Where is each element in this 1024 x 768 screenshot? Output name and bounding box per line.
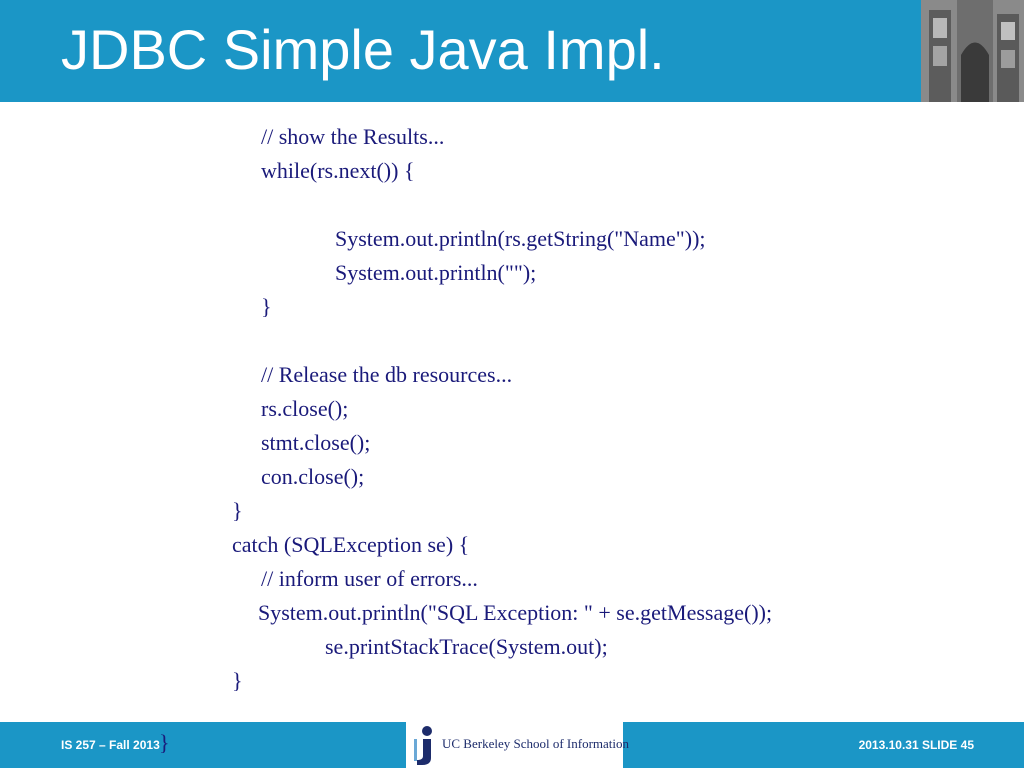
code-line: System.out.println(rs.getString("Name"))… <box>335 226 706 251</box>
slide-footer: IS 257 – Fall 2013 } UC Berkeley School … <box>0 722 1024 768</box>
code-line: // inform user of errors... <box>261 566 478 591</box>
course-label: IS 257 – Fall 2013 <box>61 738 160 752</box>
logo-text: UC Berkeley School of Information <box>442 736 630 751</box>
ischool-i-logo-icon <box>414 726 432 765</box>
slide-header: JDBC Simple Java Impl. <box>0 0 1024 102</box>
code-line: } <box>261 294 272 319</box>
code-line: System.out.println(""); <box>335 260 537 285</box>
code-line: // show the Results... <box>261 124 445 149</box>
code-line: System.out.println("SQL Exception: " + s… <box>258 600 773 625</box>
building-photo-icon <box>921 0 1024 102</box>
code-line: // Release the db resources... <box>261 362 513 387</box>
code-line: con.close(); <box>261 464 365 489</box>
code-block: // show the Results... while(rs.next()) … <box>232 124 773 693</box>
overflow-brace: } <box>159 730 170 755</box>
code-line: se.printStackTrace(System.out); <box>325 634 608 659</box>
code-line: catch (SQLException se) { <box>232 532 470 557</box>
slide-title: JDBC Simple Java Impl. <box>61 18 665 81</box>
code-line: stmt.close(); <box>261 430 371 455</box>
code-line: while(rs.next()) { <box>261 158 415 183</box>
code-line: } <box>232 498 243 523</box>
code-line: } <box>232 668 243 693</box>
code-line: rs.close(); <box>261 396 349 421</box>
slide-number: 2013.10.31 SLIDE 45 <box>858 738 974 752</box>
school-logo: UC Berkeley School of Information <box>406 722 629 768</box>
